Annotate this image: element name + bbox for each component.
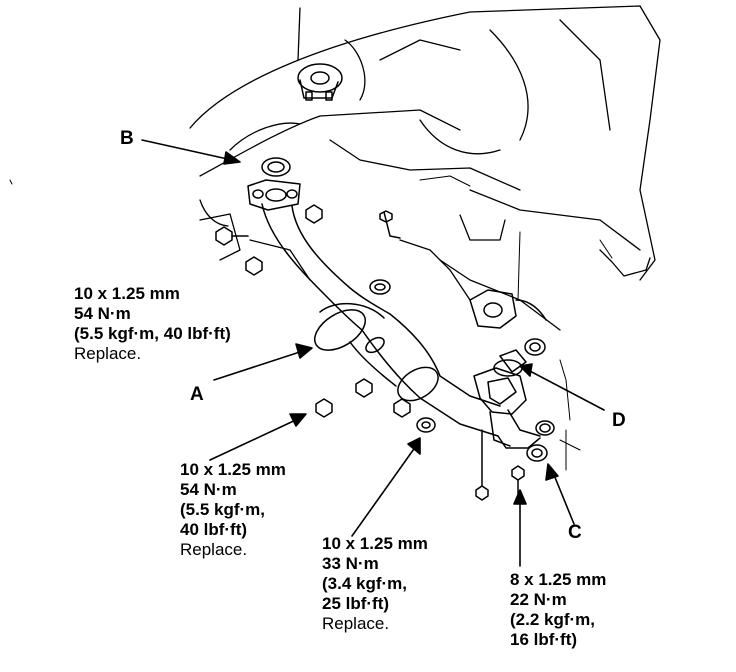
torque-alt-1: (5.5 kgf·m, [180,500,266,519]
replace-note: Replace. [180,540,248,559]
callout-middle-left: 10 x 1.25 mm 54 N·m (5.5 kgf·m, 40 lbf·f… [180,460,286,560]
torque-alt-2: 40 lbf·ft) [180,520,248,539]
exhaust-pipe-a [261,203,541,449]
torque-nm: 54 N·m [180,480,237,499]
torque-alt-1: (2.2 kgf·m, [510,610,596,629]
torque-alt-2: 25 lbf·ft) [322,594,390,613]
label-b: B [120,128,134,149]
upper-flange [297,63,343,101]
bolt-size: 10 x 1.25 mm [74,284,180,303]
gasket-b [261,157,291,177]
callout-bottom-center: 10 x 1.25 mm 33 N·m (3.4 kgf·m, 25 lbf·f… [322,534,428,634]
torque-alt-1: (3.4 kgf·m, [322,574,408,593]
label-d: D [612,410,626,431]
torque-alt: (5.5 kgf·m, 40 lbf·ft) [74,324,231,343]
nuts [215,204,411,418]
mount-bracket [469,289,547,329]
torque-nm: 33 N·m [322,554,379,573]
replace-note: Replace. [74,344,142,363]
torque-nm: 54 N·m [74,304,131,323]
bolt-size: 10 x 1.25 mm [180,460,286,479]
engine-outline [189,5,661,331]
pipe-front-flange [247,179,301,211]
detail-strokes [9,175,613,471]
bolt-size: 10 x 1.25 mm [322,534,428,553]
bolts [379,210,525,501]
gaskets [369,279,555,462]
callout-bottom-right: 8 x 1.25 mm 22 N·m (2.2 kgf·m, 16 lbf·ft… [510,570,606,650]
torque-nm: 22 N·m [510,590,567,609]
torque-alt-2: 16 lbf·ft) [510,630,578,649]
label-a: A [190,384,204,405]
replace-note: Replace. [322,614,390,633]
callout-top-left: 10 x 1.25 mm 54 N·m (5.5 kgf·m, 40 lbf·f… [74,284,231,364]
leader-lines [141,139,605,567]
label-c: C [568,522,582,543]
bolt-size: 8 x 1.25 mm [510,570,607,589]
